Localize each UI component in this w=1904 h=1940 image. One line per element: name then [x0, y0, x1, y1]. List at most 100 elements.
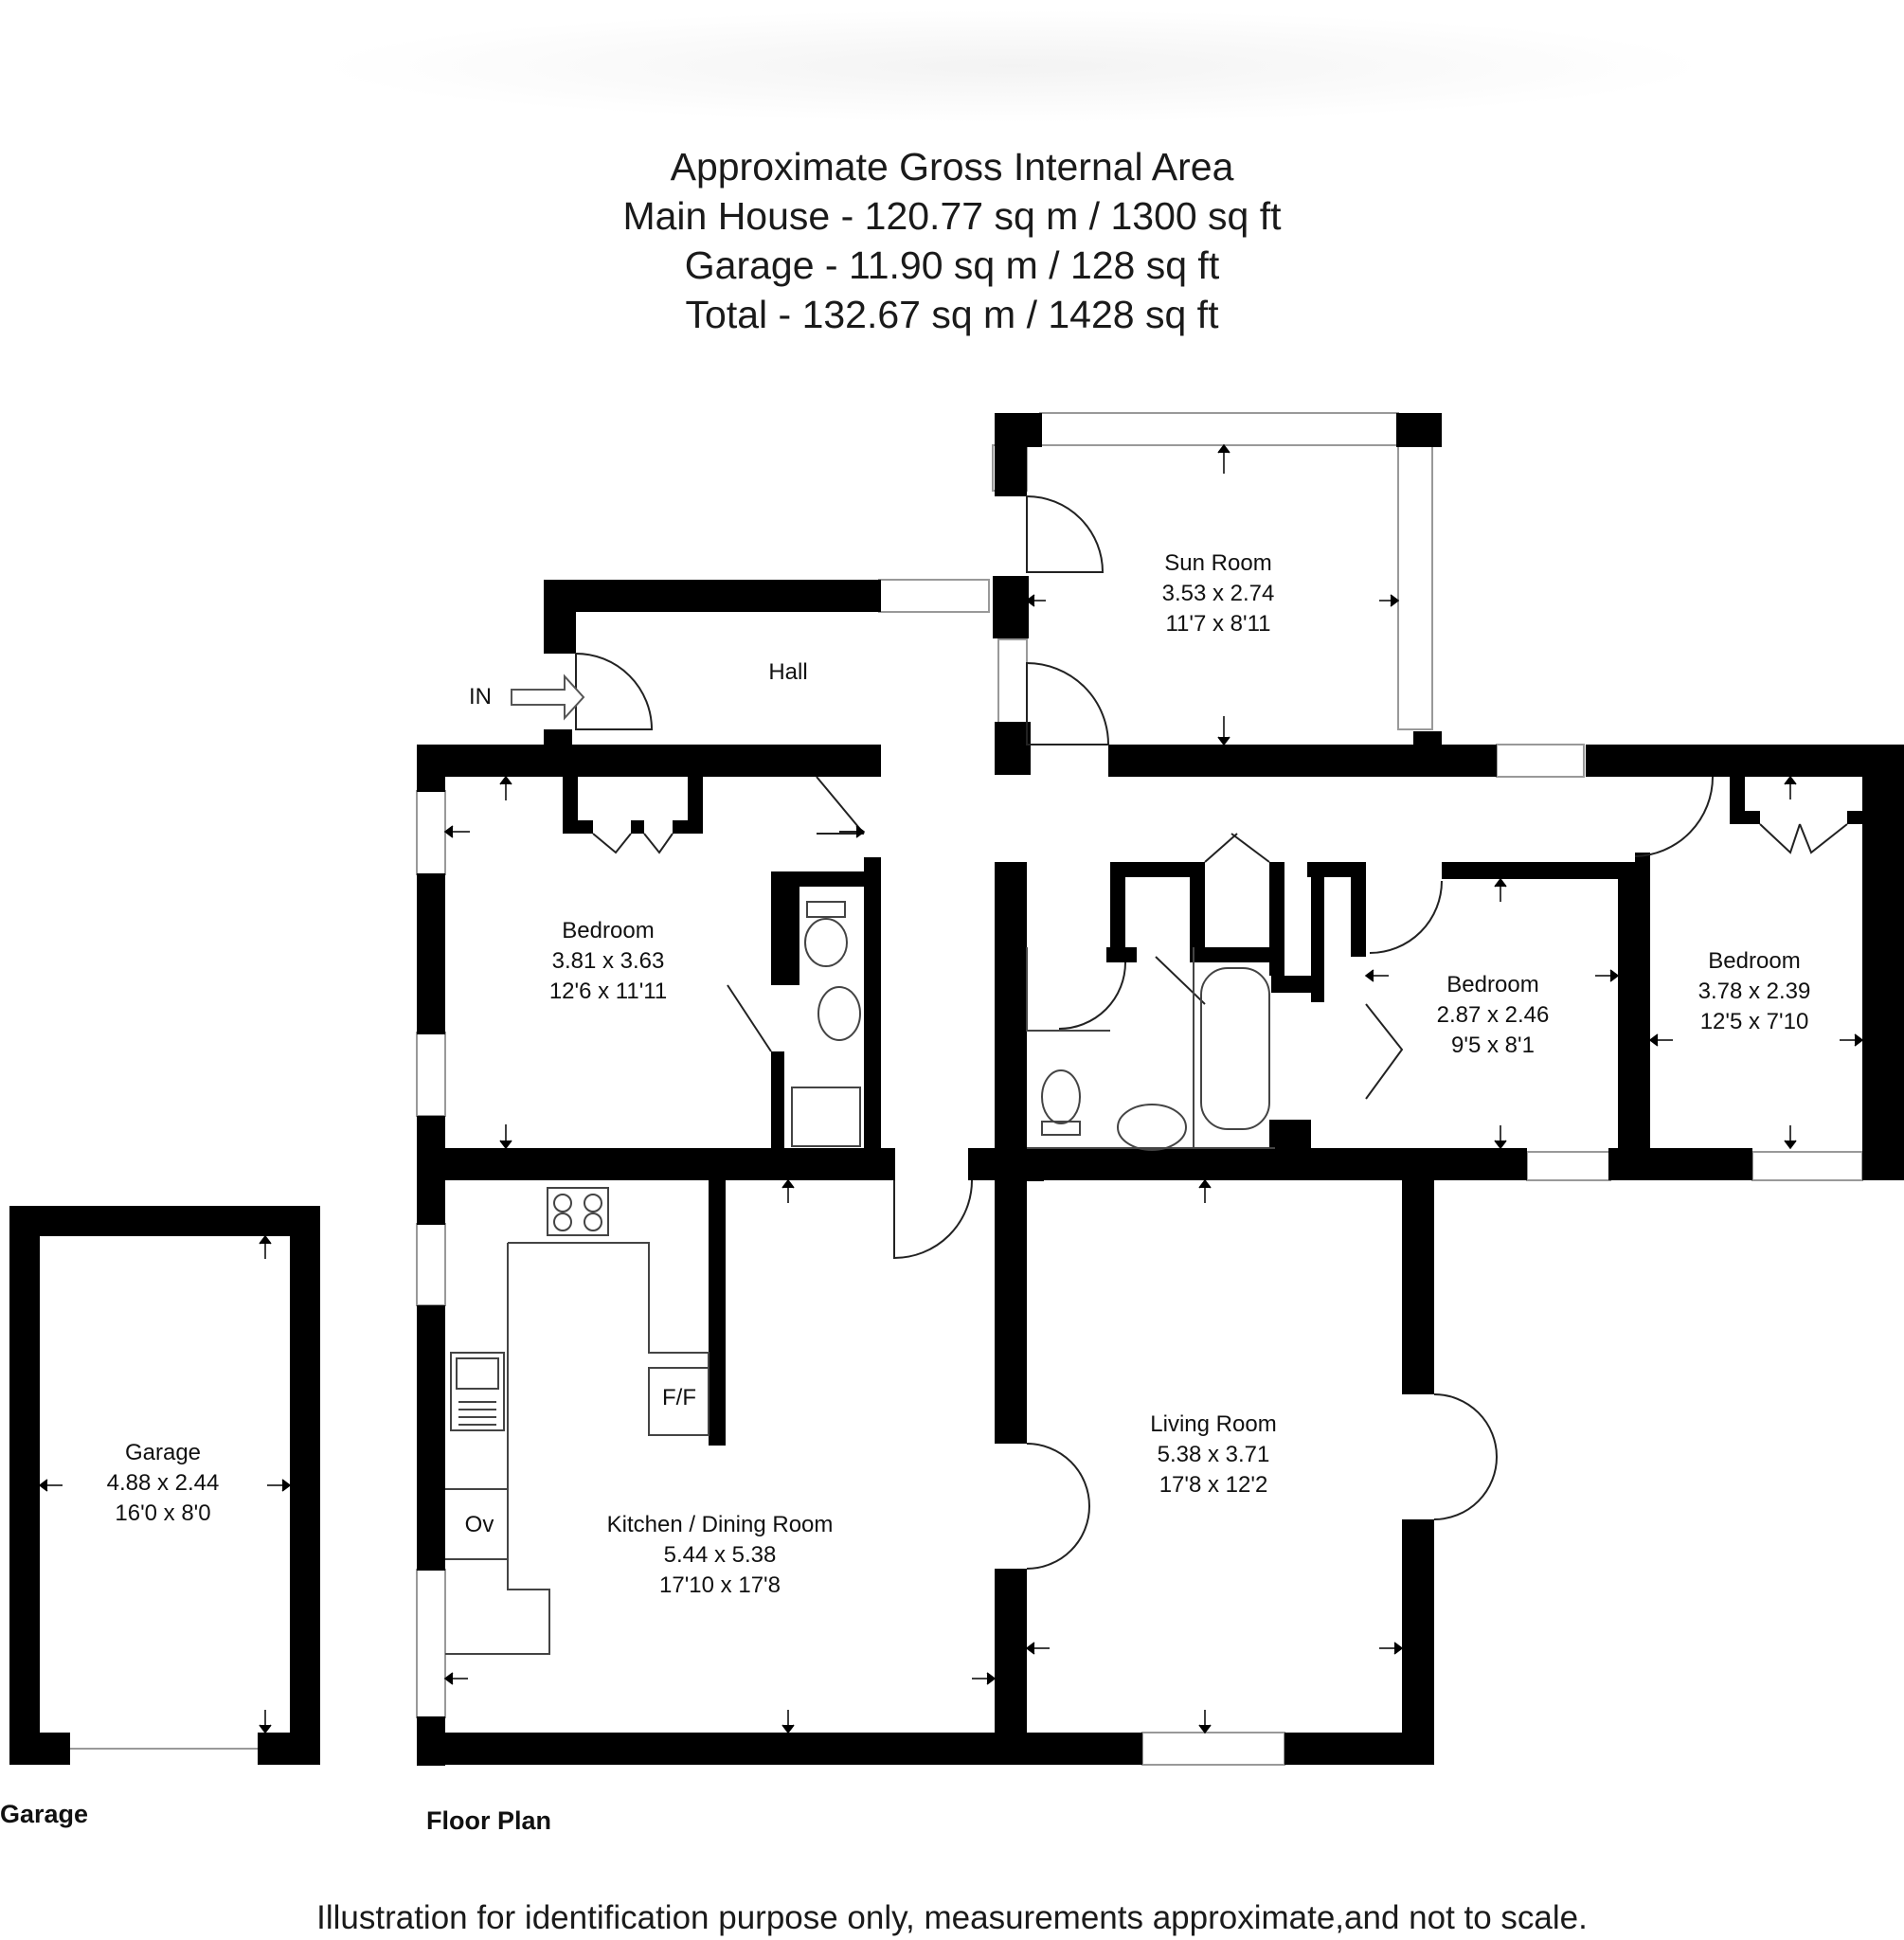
wall [1847, 811, 1866, 824]
floor-plan-caption: Floor Plan [426, 1806, 552, 1835]
wall [1618, 862, 1635, 1165]
door-swing [1204, 833, 1238, 863]
disclaimer: Illustration for identification purpose … [316, 1899, 1588, 1936]
wall [995, 722, 1031, 775]
door-swing [1433, 1393, 1499, 1520]
wall [9, 1733, 70, 1765]
door-swing [1230, 833, 1270, 863]
toilet [804, 918, 848, 967]
wall [544, 729, 572, 748]
wall [995, 862, 1027, 1152]
wall [1442, 862, 1627, 879]
window [1526, 1151, 1611, 1181]
fridge-freezer-label: F/F [662, 1385, 696, 1410]
wall [1284, 1733, 1434, 1765]
entrance-arrow-icon [511, 674, 585, 721]
wall [771, 871, 881, 887]
door-swing [1058, 961, 1126, 1030]
door-swing [1365, 1003, 1404, 1100]
door-swing [1026, 1443, 1091, 1570]
wall [1108, 745, 1497, 777]
shower-tray [791, 1087, 861, 1147]
wall [9, 1206, 40, 1765]
wall [688, 777, 703, 834]
wall [1269, 1120, 1311, 1152]
wall [1402, 1519, 1434, 1765]
wall [417, 873, 445, 1034]
wall [417, 745, 881, 777]
wall [1110, 862, 1125, 962]
wall [1608, 1148, 1752, 1180]
window [416, 1032, 446, 1117]
wall [1635, 853, 1650, 1165]
window [416, 790, 446, 875]
wall [1311, 870, 1324, 1002]
door-swing [727, 984, 772, 1052]
bedroom-3-label: Bedroom 3.78 x 2.39 12'5 x 7'10 [1697, 948, 1811, 1034]
wall [995, 445, 1027, 496]
window [416, 1569, 446, 1718]
wall [563, 777, 578, 834]
door-swing [575, 652, 654, 730]
kitchen-counter [445, 1243, 550, 1655]
wall [1025, 1148, 1044, 1181]
wall [290, 1206, 320, 1765]
window [1496, 744, 1585, 778]
hall-wall-line [1026, 947, 1110, 1032]
door-swing [1759, 823, 1801, 854]
door-swing [1634, 776, 1714, 857]
wall [1351, 862, 1366, 957]
basin [1117, 1104, 1187, 1151]
window [1141, 1732, 1285, 1766]
wall [9, 1206, 320, 1236]
area-heading: Approximate Gross Internal Area [670, 145, 1234, 189]
fridge-freezer [648, 1367, 710, 1436]
wall [1402, 1180, 1434, 1394]
door-swing [643, 833, 674, 854]
windows [416, 412, 1863, 1766]
wall [417, 745, 445, 792]
door-swing [816, 776, 865, 835]
wall [1025, 1148, 1527, 1180]
bedroom-1-label: Bedroom 3.81 x 3.63 12'6 x 11'11 [548, 918, 668, 1004]
window [997, 638, 1028, 724]
wall [709, 1180, 726, 1446]
wall [417, 1148, 895, 1180]
wall [544, 580, 576, 654]
door-swing [1155, 956, 1206, 1005]
wall [968, 1148, 1025, 1180]
door-swing [1026, 494, 1105, 573]
hall-label: Hall [768, 659, 808, 685]
wall [673, 820, 703, 834]
wall [995, 1569, 1027, 1765]
kitchen-dining-label: Kitchen / Dining Room 5.44 x 5.38 17'10 … [606, 1512, 834, 1598]
wall [864, 857, 881, 1151]
door-swing [592, 833, 632, 854]
wall [417, 1180, 445, 1224]
wall [544, 580, 881, 612]
bedroom-2-label: Bedroom 2.87 x 2.46 9'5 x 8'1 [1436, 972, 1550, 1058]
wall [1862, 745, 1904, 1180]
wall [995, 1180, 1027, 1444]
wall [995, 413, 1042, 447]
wall [631, 820, 644, 834]
basin [817, 986, 861, 1041]
wall [1396, 413, 1442, 447]
wall [1110, 862, 1205, 877]
dimension-markers [38, 443, 1864, 1734]
bath [1200, 967, 1270, 1130]
wall [1730, 811, 1760, 824]
door-swing [893, 1179, 973, 1260]
living-room-label: Living Room 5.38 x 3.71 17'8 x 12'2 [1150, 1411, 1277, 1498]
kitchen-sink [450, 1352, 505, 1431]
header-shadow [313, 9, 1715, 123]
wall [1269, 862, 1284, 976]
wall [563, 820, 593, 834]
window [416, 1223, 446, 1306]
window [878, 579, 990, 613]
main-house-area: Main House - 120.77 sq m / 1300 sq ft [622, 194, 1282, 238]
wall [771, 1051, 784, 1151]
wall [1190, 862, 1205, 953]
doors [575, 494, 1848, 1570]
